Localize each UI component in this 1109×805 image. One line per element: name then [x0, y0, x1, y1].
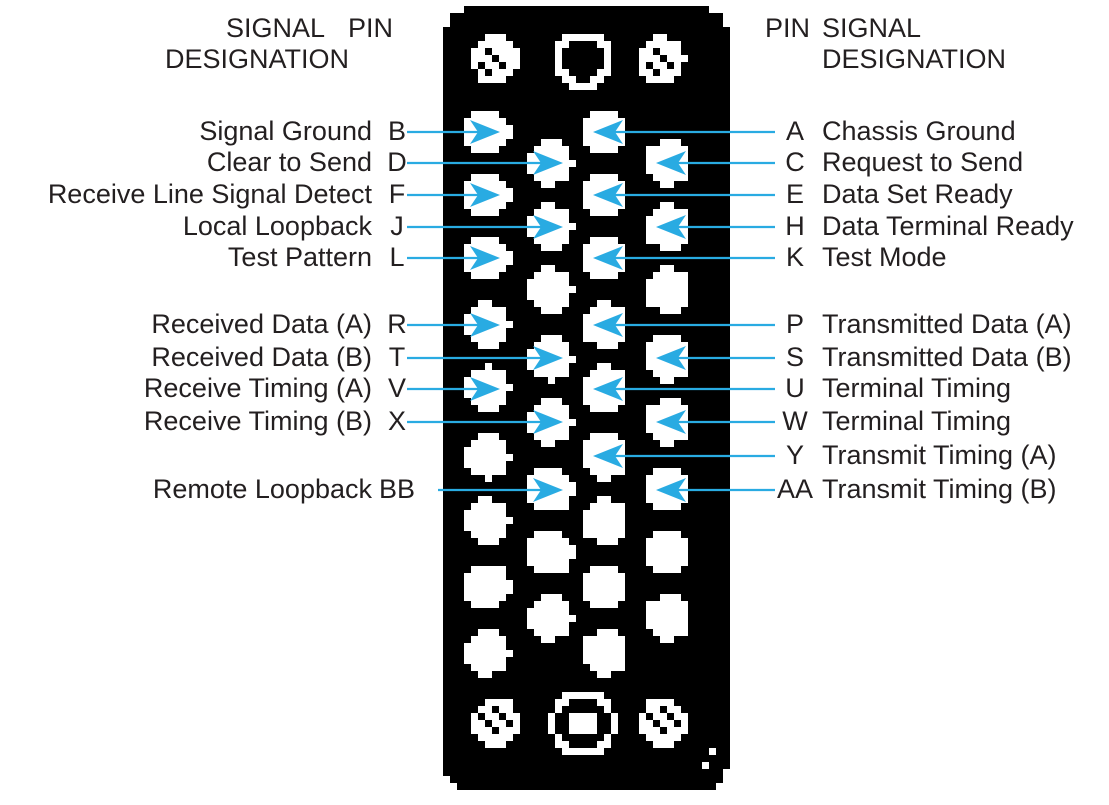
signal-label: Receive Line Signal Detect — [47, 179, 372, 209]
left-header-designation: DESIGNATION — [165, 44, 350, 74]
signal-label: Remote Loopback — [152, 474, 372, 504]
pin-letter: H — [785, 211, 805, 241]
pin-row-left-J: Local Loopback J — [0, 210, 1109, 242]
pin-letter: V — [387, 373, 406, 403]
signal-label: Transmit Timing (A) — [822, 440, 1057, 470]
leader-arrow-C — [656, 151, 775, 175]
pin-letter: B — [387, 116, 406, 146]
signal-label: Receive Timing (B) — [143, 406, 372, 436]
pin-row-left-F: Receive Line Signal Detect F — [0, 178, 1109, 210]
leader-arrow-S — [656, 346, 775, 370]
signal-label: Chassis Ground — [822, 116, 1016, 146]
signal-label: Clear to Send — [206, 147, 372, 177]
pin-row-right-P: P Transmitted Data (A) — [0, 308, 1109, 340]
pin-row-right-K: K Test Mode — [0, 241, 1109, 273]
signal-label: Test Mode — [822, 242, 947, 272]
pin-letter: W — [782, 406, 808, 436]
pin-row-left-L: Test Pattern L — [0, 241, 1109, 273]
pin-letter: BB — [378, 474, 416, 504]
connector-body — [443, 6, 730, 797]
signal-label: Receive Timing (A) — [143, 373, 372, 403]
pin-row-right-U: U Terminal Timing — [0, 372, 1109, 404]
leader-arrow-D — [407, 151, 563, 175]
pin-row-right-C: C Request to Send — [0, 146, 1109, 178]
pin-letter: X — [387, 406, 406, 436]
pin-row-left-V: Receive Timing (A) V — [0, 372, 1109, 404]
leader-arrow-AA — [656, 478, 775, 502]
pin-row-left-D: Clear to Send D — [0, 146, 1109, 178]
leader-arrow-X — [407, 410, 563, 434]
signal-label: Local Loopback — [182, 211, 372, 241]
leader-arrow-B — [407, 120, 500, 144]
pin-row-left-R: Received Data (A) R — [0, 308, 1109, 340]
pin-row-right-A: A Chassis Ground — [0, 115, 1109, 147]
signal-label: Terminal Timing — [822, 406, 1012, 436]
pin-row-right-S: S Transmitted Data (B) — [0, 341, 1109, 373]
leader-arrow-J — [407, 215, 563, 239]
pin-letter: Y — [785, 440, 804, 470]
leader-arrow-P — [593, 313, 775, 337]
leader-arrow-U — [593, 377, 775, 401]
pin-letter: T — [388, 342, 406, 372]
pin-letter: AA — [776, 474, 814, 504]
left-header-pin: PIN — [348, 13, 394, 43]
right-header-pin: PIN — [765, 13, 811, 43]
signal-label: Signal Ground — [199, 116, 372, 146]
signal-label: Data Set Ready — [822, 179, 1013, 209]
signal-label: Received Data (B) — [151, 342, 372, 372]
pin-letter: P — [785, 309, 804, 339]
leader-arrow-F — [407, 183, 500, 207]
pin-letter: E — [785, 179, 804, 209]
leader-arrow-V — [407, 377, 500, 401]
leader-arrow-K — [593, 246, 775, 270]
right-header-designation: DESIGNATION — [822, 44, 1007, 74]
pin-letter: R — [387, 309, 407, 339]
signal-label: Received Data (A) — [151, 309, 372, 339]
pin-letter: K — [785, 242, 804, 272]
leader-arrow-W — [656, 410, 775, 434]
leader-arrow-Y — [593, 444, 775, 468]
signal-label: Test Pattern — [227, 242, 372, 272]
pin-row-right-W: W Terminal Timing — [0, 405, 1109, 437]
left-header-signal: SIGNAL — [225, 13, 325, 43]
pin-letter: S — [785, 342, 804, 372]
pin-row-left-B: Signal Ground B — [0, 115, 1109, 147]
pin-row-left-T: Received Data (B) T — [0, 341, 1109, 373]
leader-arrow-A — [593, 120, 775, 144]
pin-letter: C — [785, 147, 805, 177]
pin-row-right-H: H Data Terminal Ready — [0, 210, 1109, 242]
leader-arrow-T — [407, 346, 563, 370]
pin-letter: F — [388, 179, 406, 209]
signal-label: Transmitted Data (B) — [822, 342, 1072, 372]
signal-label: Data Terminal Ready — [822, 211, 1074, 241]
leader-arrow-L — [407, 246, 500, 270]
pin-letter: U — [785, 373, 805, 403]
pin-letter: A — [785, 116, 804, 146]
pin-letter: J — [390, 211, 404, 241]
pin-row-left-X: Receive Timing (B) X — [0, 405, 1109, 437]
signal-label: Terminal Timing — [822, 373, 1012, 403]
leader-arrow-BB — [438, 478, 563, 502]
pin-letter: D — [387, 147, 407, 177]
leader-arrow-E — [593, 183, 775, 207]
right-header-signal: SIGNAL — [822, 13, 922, 43]
signal-label: Request to Send — [822, 147, 1024, 177]
leader-arrow-R — [407, 313, 500, 337]
signal-label: Transmitted Data (A) — [822, 309, 1072, 339]
pin-row-right-Y: Y Transmit Timing (A) — [0, 439, 1109, 471]
signal-label: Transmit Timing (B) — [822, 474, 1057, 504]
pin-row-right-E: E Data Set Ready — [0, 178, 1109, 210]
leader-arrow-H — [656, 215, 775, 239]
pin-row-right-AA: AA Transmit Timing (B) — [0, 473, 1109, 505]
pin-letter: L — [389, 242, 405, 272]
